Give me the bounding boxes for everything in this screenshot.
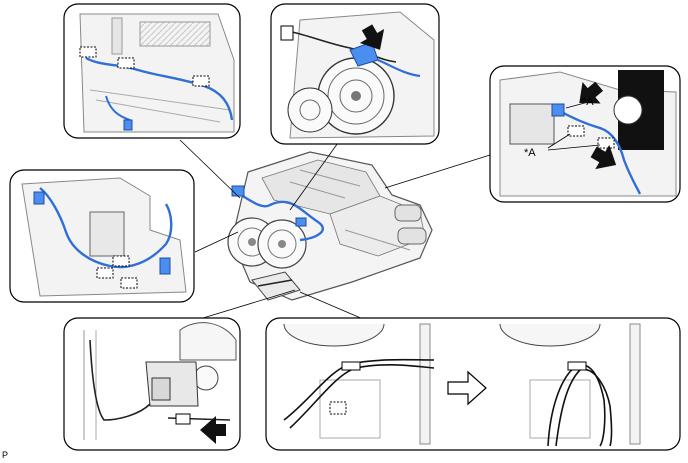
marker-a-lower: *A bbox=[524, 147, 536, 159]
black-pointer-arrow-icon bbox=[200, 416, 226, 444]
marker-a-upper: *A bbox=[582, 96, 594, 108]
clip-marker-icon bbox=[117, 57, 135, 69]
arrow-right-icon bbox=[447, 370, 487, 406]
black-pointer-arrow-icon bbox=[579, 81, 604, 104]
panel-left bbox=[9, 169, 195, 303]
clip-marker-icon bbox=[192, 75, 210, 87]
clip-marker-icon bbox=[329, 401, 347, 415]
clip-marker-icon bbox=[96, 267, 114, 279]
panel-bottom-right bbox=[265, 317, 681, 451]
figure-code: P bbox=[2, 450, 9, 460]
black-pointer-arrow-icon bbox=[359, 24, 385, 50]
panel-right: *A *A bbox=[489, 65, 681, 203]
clip-marker-icon bbox=[112, 255, 130, 267]
panel-top-left bbox=[63, 3, 241, 139]
black-pointer-arrow-icon bbox=[590, 144, 617, 170]
clip-marker-icon bbox=[597, 137, 615, 149]
clip-marker-icon bbox=[120, 277, 138, 289]
clip-marker-icon bbox=[567, 125, 585, 137]
leader-lines bbox=[179, 139, 491, 323]
panel-top-center bbox=[270, 3, 440, 145]
panel-bottom-left bbox=[63, 317, 241, 451]
center-hvac-unit bbox=[227, 151, 433, 301]
clip-marker-icon bbox=[79, 46, 97, 58]
